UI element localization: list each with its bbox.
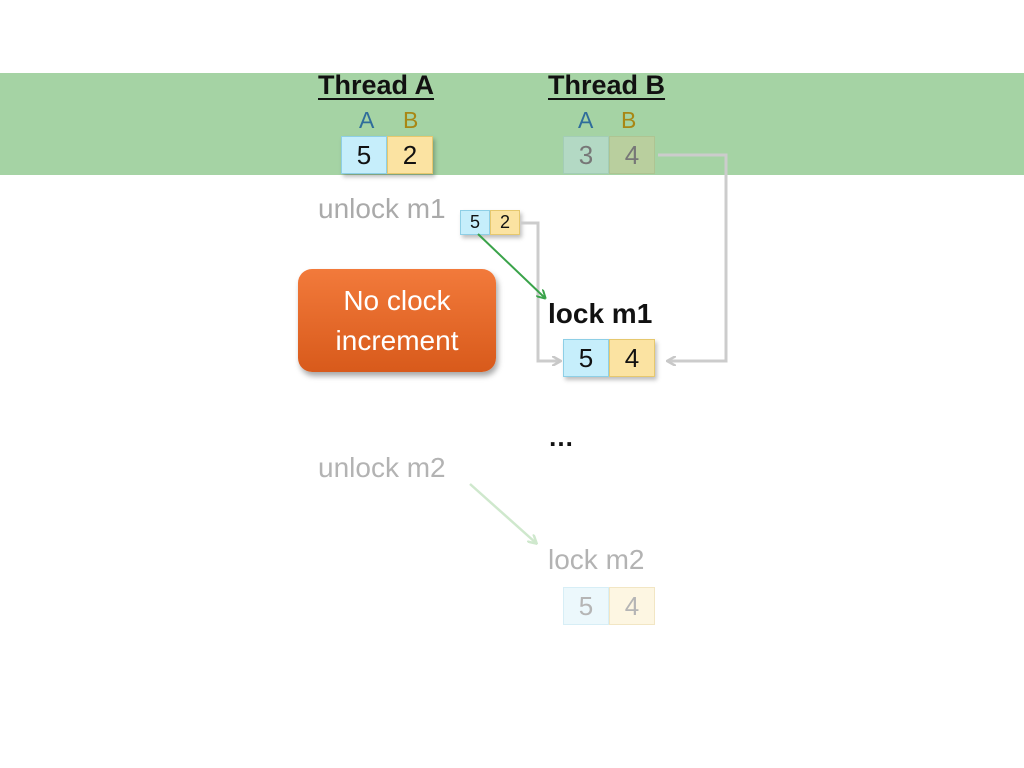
sent-clock-a: 5 [460,210,490,235]
ellipsis: … [548,422,574,452]
lock-m2-label: lock m2 [548,544,645,575]
thread-state-band [0,73,1024,175]
happens-before-arrow-m2 [469,483,536,543]
thread-b-merge-arrow [658,153,728,361]
thread-a-clock-b: 2 [387,136,433,174]
sent-clock: 5 2 [460,210,520,235]
thread-a-clock-a: 5 [341,136,387,174]
thread-b-clock-a: 3 [563,136,609,174]
lock-m2-clock-b: 4 [609,587,655,625]
sent-clock-merge-arrow [521,221,560,361]
thread-b-clock-b: 4 [609,136,655,174]
thread-a-col-a-label: A [359,107,375,133]
thread-b-header: Thread B [548,70,666,100]
thread-a-col-b-label: B [403,107,419,133]
lock-m2-clock-a: 5 [563,587,609,625]
lock-m1-clock-b: 4 [609,339,655,377]
thread-b-clock: 3 4 [563,136,655,174]
thread-a-clock: 5 2 [341,136,433,174]
thread-a-header: Thread A [318,70,435,100]
lock-m1-clock-a: 5 [563,339,609,377]
sent-clock-b: 2 [490,210,520,235]
unlock-m2-label: unlock m2 [318,452,446,483]
lock-m2-clock: 5 4 [563,587,655,625]
thread-b-col-a-label: A [578,107,594,133]
thread-b-col-b-label: B [621,107,637,133]
lock-m1-clock: 5 4 [563,339,655,377]
unlock-m1-label: unlock m1 [318,193,446,224]
no-clock-increment-note: No clock increment [298,269,496,372]
lock-m1-label: lock m1 [548,298,653,329]
note-line-2: increment [335,324,459,356]
note-line-1: No clock [343,284,451,316]
